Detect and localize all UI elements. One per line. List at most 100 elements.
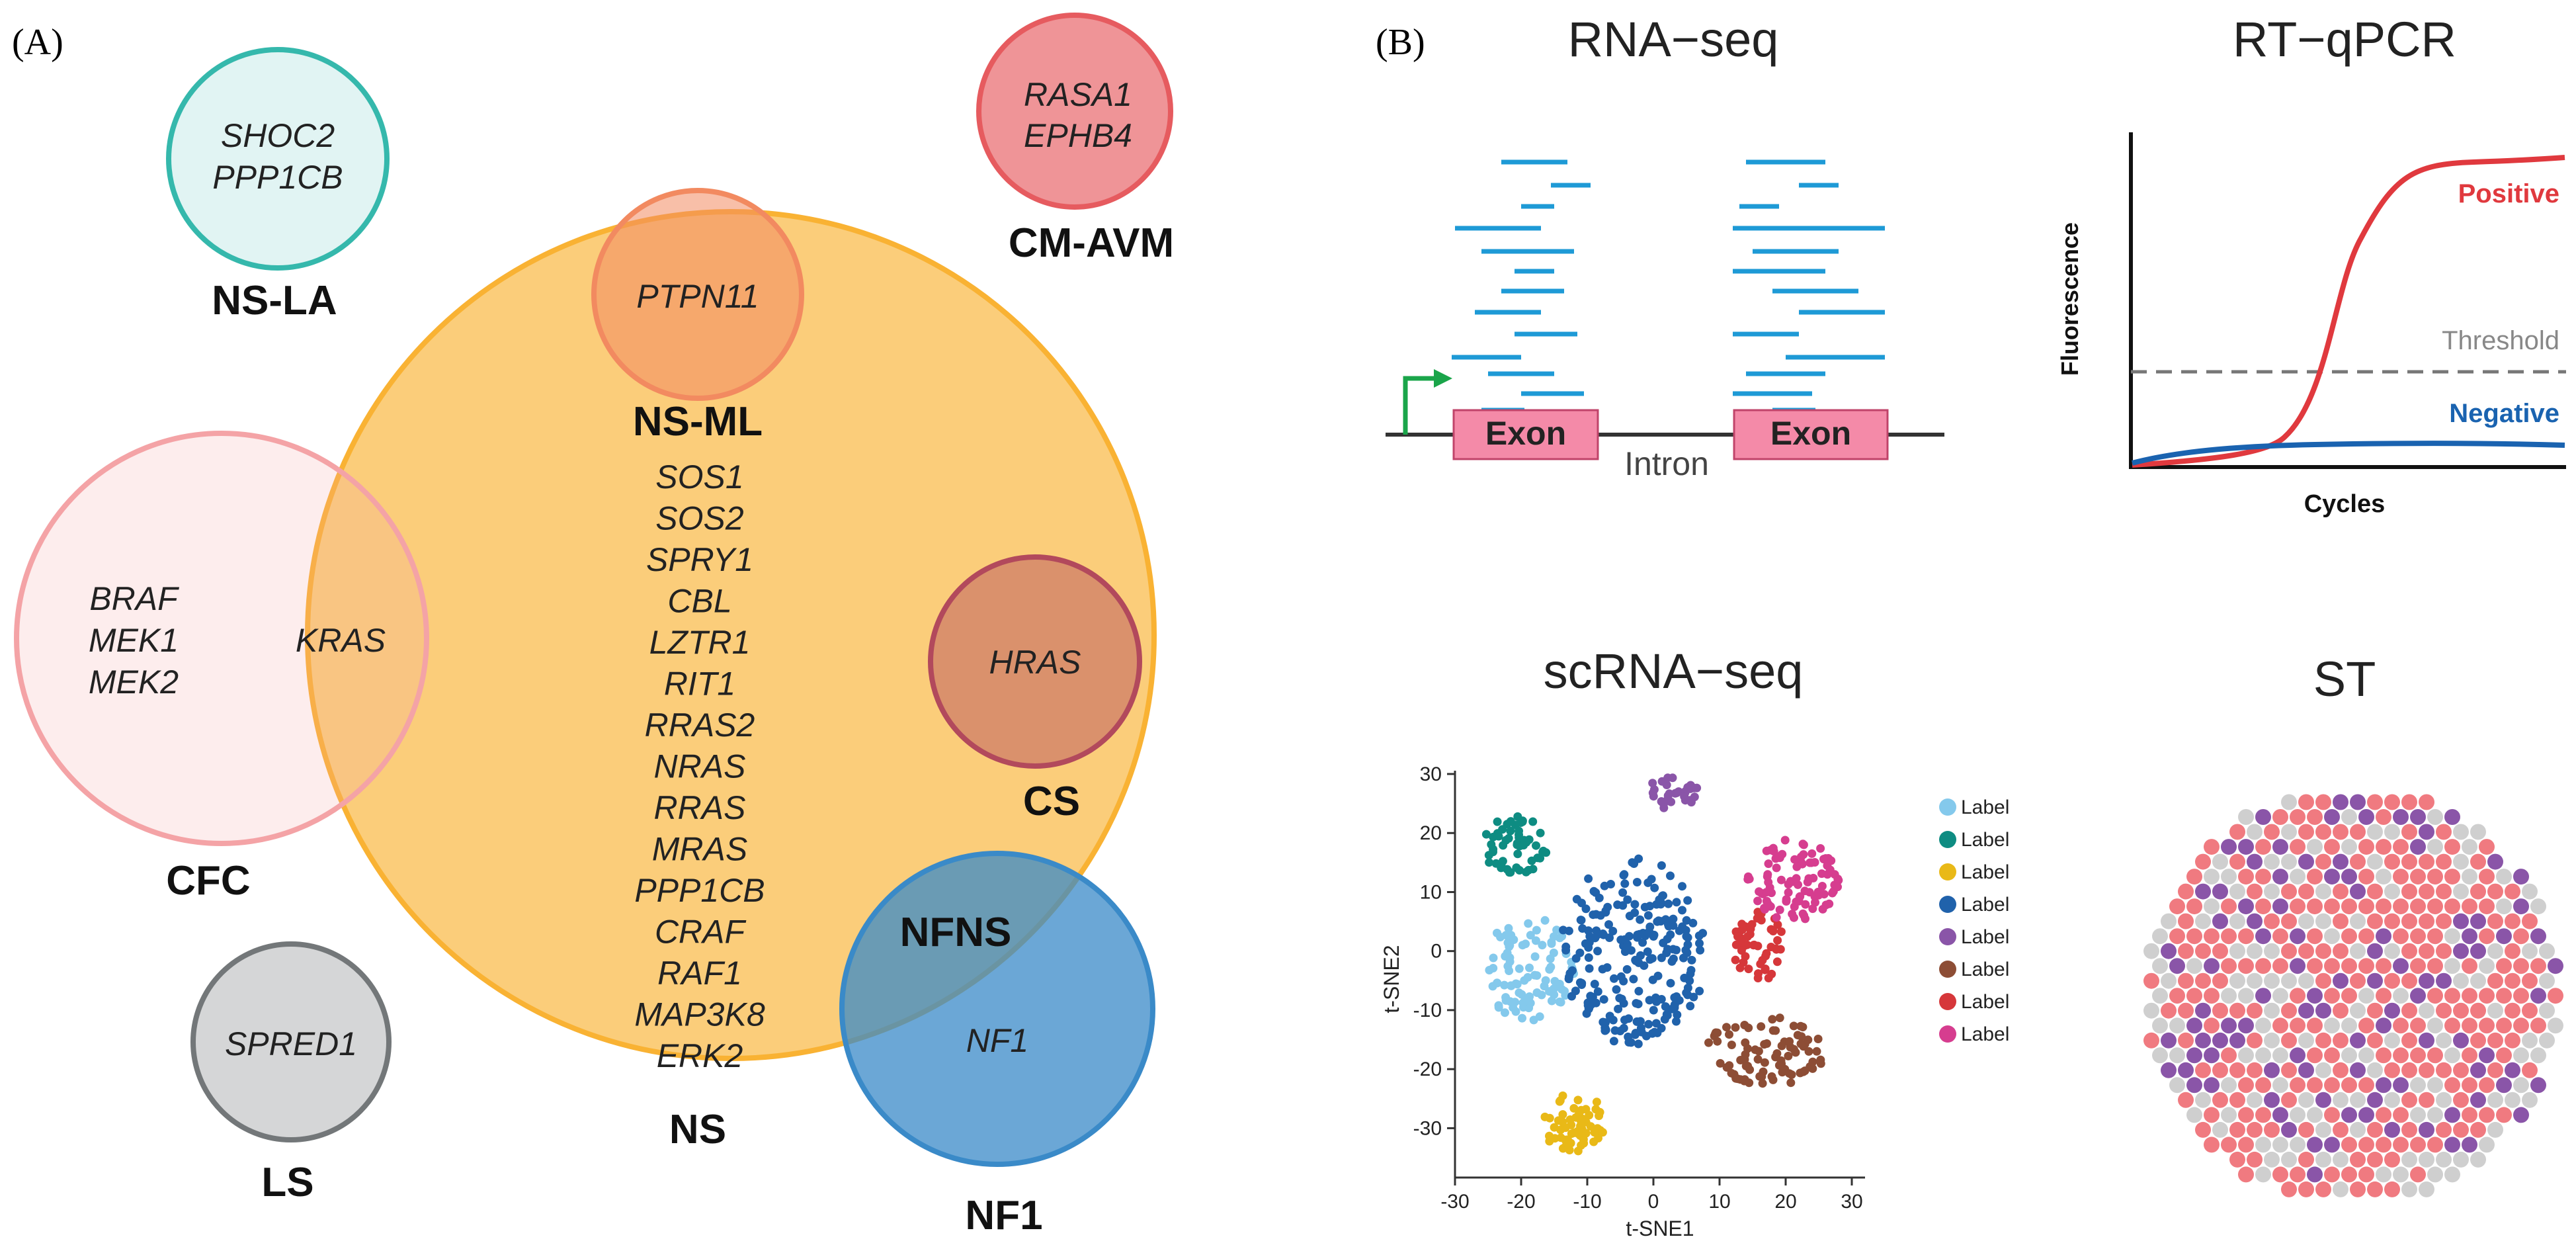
st-spot	[2436, 1092, 2452, 1108]
tsne-point	[1593, 930, 1602, 939]
tsne-point	[1545, 1137, 1554, 1146]
st-spot	[2522, 1032, 2538, 1049]
tsne-point	[1801, 914, 1809, 924]
tsne-point	[1590, 980, 1599, 988]
st-spot	[2333, 1121, 2348, 1138]
st-spot	[2341, 809, 2357, 825]
st-spot	[2522, 972, 2538, 989]
tsne-point	[1668, 773, 1677, 783]
x-tick-label: -20	[1507, 1191, 1535, 1213]
st-spot	[2247, 883, 2263, 900]
st-spot	[2204, 1047, 2220, 1064]
tsne-point	[1540, 1112, 1550, 1121]
tsne-point	[1653, 971, 1663, 980]
st-spot	[2143, 972, 2159, 989]
tsne-point	[1757, 1022, 1766, 1031]
tsne-point	[1670, 993, 1679, 1002]
st-spot	[2427, 1047, 2443, 1064]
st-spot	[2513, 1017, 2529, 1034]
st-spot	[2298, 972, 2314, 989]
st-spot	[2238, 988, 2254, 1004]
st-spot	[2204, 928, 2220, 945]
st-spot	[2384, 1032, 2400, 1049]
tsne-point	[1489, 832, 1498, 841]
tsne-point	[1503, 949, 1512, 958]
st-spot	[2401, 972, 2417, 989]
st-spot	[2462, 1107, 2477, 1123]
tsne-point	[1513, 849, 1522, 859]
st-spot	[2401, 824, 2417, 840]
st-spot	[2427, 1017, 2443, 1034]
exon-1	[1452, 409, 1599, 460]
st-spot	[2530, 1077, 2546, 1094]
st-spot	[2401, 943, 2417, 959]
st-spot	[2341, 1017, 2357, 1034]
st-spot	[2315, 1092, 2331, 1108]
st-spot	[2212, 853, 2228, 870]
tsne-point	[1567, 992, 1576, 1001]
tsne-point	[1823, 870, 1832, 879]
tsne-point	[1800, 1066, 1809, 1076]
st-spot	[2238, 839, 2254, 855]
st-spot	[2367, 1181, 2383, 1197]
sequencing-reads	[1452, 159, 1885, 426]
st-spot	[2350, 943, 2366, 959]
st-spot	[2462, 1077, 2477, 1094]
st-spot	[2195, 1032, 2211, 1049]
st-spot	[2281, 943, 2297, 959]
tsne-point	[1816, 844, 1825, 853]
st-spot	[2307, 898, 2323, 915]
tsne-point	[1657, 861, 1666, 870]
tsne-point	[1664, 899, 1673, 908]
tsne-point	[1593, 947, 1602, 956]
st-spot	[2178, 943, 2194, 959]
tsne-point	[1636, 951, 1645, 960]
legend-label: Label	[1961, 894, 2009, 916]
tsne-point	[1579, 1135, 1588, 1144]
st-spot	[2522, 913, 2538, 929]
st-spot	[2238, 869, 2254, 885]
tsne-point	[1525, 963, 1534, 972]
st-spot	[2419, 1062, 2434, 1078]
st-spot	[2204, 1137, 2220, 1153]
tsne-point	[1528, 865, 1538, 874]
st-spot	[2487, 1121, 2503, 1138]
tsne-point	[1792, 862, 1802, 871]
tsne-point	[1619, 1023, 1628, 1033]
tsne-point	[1585, 964, 1594, 973]
st-spot	[2178, 1092, 2194, 1108]
st-spot	[2229, 1032, 2245, 1049]
st-spot	[2496, 1017, 2512, 1034]
tsne-point	[1763, 872, 1772, 881]
st-spot	[2221, 869, 2237, 885]
tsne-point	[1622, 965, 1632, 974]
tsne-point	[1577, 916, 1586, 925]
tsne-point	[1515, 964, 1524, 973]
st-spot	[2376, 809, 2391, 825]
st-spot	[2444, 1137, 2460, 1153]
st-spot	[2212, 1062, 2228, 1078]
st-spot	[2264, 1002, 2280, 1019]
st-spot	[2341, 1166, 2357, 1183]
st-spot	[2358, 1047, 2374, 1064]
st-spot	[2290, 988, 2306, 1004]
st-spot	[2453, 1121, 2469, 1138]
st-spot	[2333, 1092, 2348, 1108]
st-spot	[2427, 988, 2443, 1004]
tsne-point	[1658, 891, 1667, 900]
st-spot	[2204, 898, 2220, 915]
st-spot	[2333, 853, 2348, 870]
ns-gene-list: SOS1SOS2SPRY1CBLLZTR1RIT1RRAS2NRASRRASMR…	[634, 458, 765, 1074]
st-spot	[2367, 1002, 2383, 1019]
st-spot	[2307, 928, 2323, 945]
tsne-point	[1546, 963, 1556, 972]
tsne-point	[1696, 945, 1705, 955]
ns-gene: RIT1	[664, 666, 735, 703]
st-spot	[2238, 809, 2254, 825]
st-spot	[2522, 1092, 2538, 1108]
st-spot	[2505, 1092, 2520, 1108]
st-spot	[2247, 1032, 2263, 1049]
tsne-point	[1740, 1055, 1749, 1064]
st-spot	[2143, 1002, 2159, 1019]
exon-2-label: Exon	[1770, 415, 1851, 452]
